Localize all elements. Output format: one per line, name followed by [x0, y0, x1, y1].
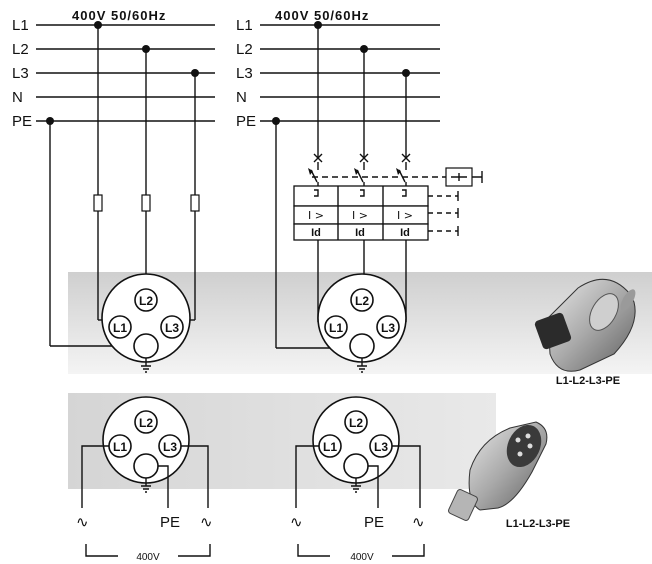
left-plug-pin-l1: L1	[113, 440, 127, 454]
fuse-l1	[93, 194, 103, 212]
right-line-label-l2: L2	[236, 41, 253, 58]
left-ac-symbol-2: ∿	[200, 514, 213, 531]
fuse-l3	[190, 194, 200, 212]
right-supply-lines: L1 L2 L3 N PE 400V 50/60Hz	[236, 8, 483, 349]
right-plug-face: L2 L1 L3	[312, 396, 400, 493]
right-socket-earth-icon	[357, 358, 367, 373]
left-plug-face: L2 L1 L3	[102, 396, 190, 493]
plug-product-image	[448, 421, 548, 521]
left-pe-label: PE	[160, 514, 180, 531]
right-line-label-l3: L3	[236, 65, 253, 82]
fuse-l2	[141, 194, 151, 212]
left-plug-pin-l3: L3	[163, 440, 177, 454]
left-line-label-l3: L3	[12, 65, 29, 82]
right-socket-pin-l3: L3	[381, 321, 395, 335]
right-socket-pin-l2: L2	[355, 294, 369, 308]
right-plug-pin-l2: L2	[349, 416, 363, 430]
left-supply-lines: L1 L2 L3 N PE 400V 50/60Hz	[12, 8, 215, 347]
left-line-label-pe: PE	[12, 113, 32, 130]
left-line-label-l1: L1	[12, 17, 29, 34]
right-ac-symbol-2: ∿	[412, 514, 425, 531]
breaker-label-1: I >	[308, 209, 324, 222]
left-voltage-label: 400V 50/60Hz	[72, 8, 166, 23]
breaker-label-3: I >	[397, 209, 413, 222]
right-output-voltage: 400V	[350, 552, 374, 563]
left-ac-symbol-1: ∿	[76, 514, 89, 531]
left-socket-pin-l1: L1	[113, 321, 127, 335]
right-pe-label: PE	[364, 514, 384, 531]
right-line-label-n: N	[236, 89, 247, 106]
right-voltage-label: 400V 50/60Hz	[275, 8, 369, 23]
breaker-label-2: I >	[352, 209, 368, 222]
socket-product-image	[534, 278, 636, 372]
right-plug-pin-l3: L3	[374, 440, 388, 454]
rcd-label-2: Id	[355, 227, 365, 239]
left-plug-pin-l2: L2	[139, 416, 153, 430]
right-plug-pin-l1: L1	[323, 440, 337, 454]
right-line-label-l1: L1	[236, 17, 253, 34]
left-socket-pin-l2: L2	[139, 294, 153, 308]
right-socket-pin-l1: L1	[329, 321, 343, 335]
left-socket-pin-l3: L3	[165, 321, 179, 335]
right-socket-face: L2 L1 L3	[317, 273, 407, 373]
left-socket-face: L2 L1 L3	[101, 273, 191, 373]
plug-product-caption: L1-L2-L3-PE	[506, 518, 570, 530]
right-ac-symbol-1: ∿	[290, 514, 303, 531]
right-line-label-pe: PE	[236, 113, 256, 130]
left-line-label-l2: L2	[12, 41, 29, 58]
rcd-label-3: Id	[400, 227, 410, 239]
left-line-label-n: N	[12, 89, 23, 106]
rcd-label-1: Id	[311, 227, 321, 239]
socket-product-caption: L1-L2-L3-PE	[556, 375, 620, 387]
left-socket-earth-icon	[141, 358, 151, 373]
left-output-voltage: 400V	[136, 552, 160, 563]
